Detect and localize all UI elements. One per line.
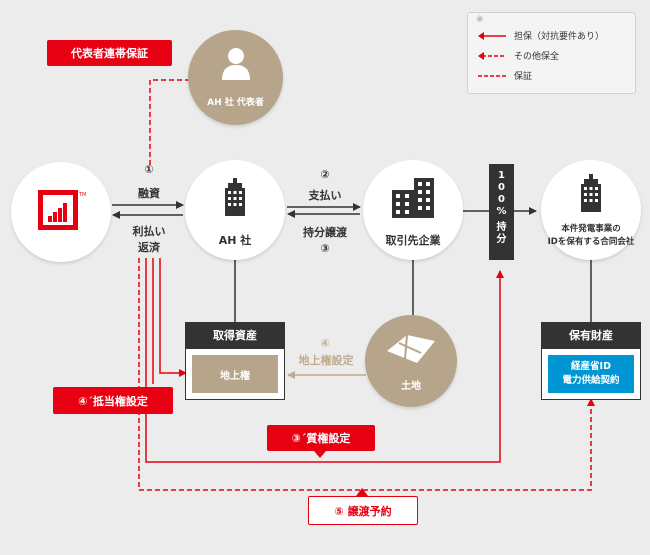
holding-char: 0: [498, 194, 505, 205]
transfer-reservation-tag: ⑤ 譲渡予約: [308, 496, 418, 525]
acquired-assets-title: 取得資産: [185, 322, 285, 348]
holding-char: 持: [496, 222, 507, 233]
ah-label: AH 社: [218, 234, 252, 247]
loan-number: ①: [144, 163, 154, 176]
representative-label: AH 社 代表者: [207, 98, 264, 108]
loan-label: 融資: [138, 187, 160, 200]
pledge-line: [145, 258, 504, 463]
spc-label-line1: 本件発電事業の: [561, 224, 621, 234]
surface-label: 地上権設定: [298, 354, 354, 367]
lender-logo-icon: TM: [38, 190, 86, 230]
rep-guarantee-tag: 代表者連帯保証: [47, 40, 172, 66]
spc-label-line2: IDを保有する合同会社: [547, 237, 635, 247]
acquired-assets-box: 地上権: [185, 348, 285, 400]
payment-number: ②: [320, 168, 330, 181]
interest-label-line2: 返済: [138, 241, 160, 254]
lender-node: TM: [11, 162, 111, 262]
transfer-reservation-line: [138, 258, 595, 491]
owned-item-line2: 電力供給契約: [562, 375, 620, 386]
spc-node: 本件発電事業の IDを保有する合同会社: [541, 160, 641, 260]
legend-dashed-arrow-icon: [478, 51, 506, 60]
holding-char: %: [496, 206, 507, 217]
legend-label: その他保全: [514, 52, 560, 62]
holding-char: 分: [496, 234, 507, 245]
owned-assets-title: 保有財産: [541, 322, 641, 348]
interest-label-line1: 利払い: [132, 225, 166, 238]
city-buildings-icon: [392, 178, 434, 218]
legend-item-guarantee: 保証: [478, 69, 532, 82]
holding-badge: 1 0 0 % 持 分: [489, 164, 514, 260]
svg-text:TM: TM: [78, 192, 86, 198]
guarantee-line: [149, 79, 190, 165]
holding-char: 1: [498, 170, 505, 181]
partner-node: 取引先企業: [363, 160, 463, 260]
mortgage-tag: ④´抵当権設定: [53, 387, 173, 414]
legend-item-collateral: 担保（対抗要件あり）: [478, 29, 604, 42]
building-icon: [581, 174, 601, 212]
partner-label: 取引先企業: [385, 234, 441, 247]
legend-solid-arrow-icon: [478, 31, 506, 40]
owned-item-line1: 経産省ID: [571, 361, 611, 372]
owned-assets-box: 経産省ID 電力供給契約: [541, 348, 641, 400]
legend-item-other: その他保全: [478, 49, 559, 62]
legend: ※ 担保（対抗要件あり） その他保全 保証: [467, 12, 636, 94]
transfer-tag-pointer: [356, 488, 368, 496]
legend-label: 担保（対抗要件あり）: [514, 32, 605, 42]
person-icon: [222, 48, 250, 80]
pledge-tag-pointer: [314, 451, 326, 458]
pledge-tag: ③´質権設定: [267, 425, 375, 451]
holding-char: 0: [498, 182, 505, 193]
mortgage-line-1: [159, 258, 187, 377]
payment-label: 支払い: [308, 189, 342, 202]
ah-node: AH 社: [185, 160, 285, 260]
legend-label: 保証: [514, 72, 533, 82]
surface-right-item: 地上権: [192, 355, 278, 393]
land-map-icon: [387, 334, 435, 363]
land-node: 土地: [365, 315, 457, 407]
representative-node: AH 社 代表者: [188, 30, 283, 125]
land-label: 土地: [401, 381, 421, 392]
share-transfer-label: 持分譲渡: [303, 226, 347, 239]
surface-number: ④: [320, 337, 330, 350]
owned-assets-item: 経産省ID 電力供給契約: [548, 355, 634, 393]
share-transfer-number: ③: [320, 242, 330, 255]
building-icon: [225, 178, 245, 216]
legend-note: ※: [476, 15, 484, 25]
legend-dashed-line-icon: [478, 74, 506, 77]
